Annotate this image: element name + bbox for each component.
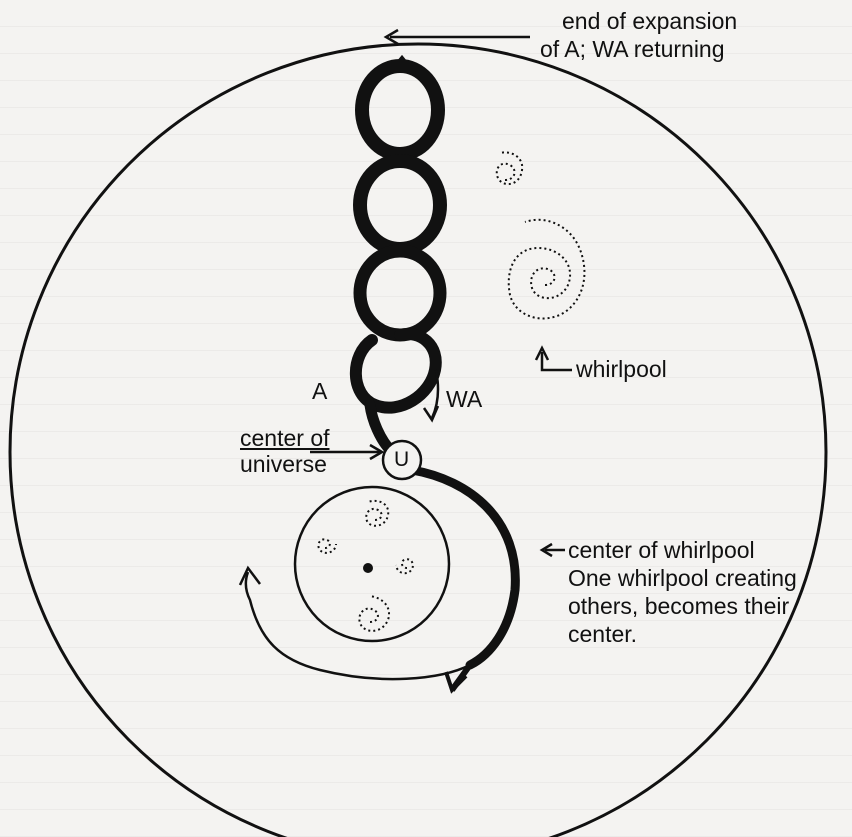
whirlpool-center-dot [363,563,373,573]
center-of-whirlpool-label: center of whirlpool [568,537,755,564]
end-expansion-label-line2: of A; WA returning [540,36,725,63]
whirlpool-label: whirlpool [576,356,667,383]
center-of-universe-label-line1: center of [240,425,330,452]
end-expansion-arrow [386,30,530,44]
caption-line2: others, becomes their [568,593,789,620]
caption-line1: One whirlpool creating [568,565,797,592]
center-of-whirlpool-arrow [542,544,565,556]
a-label: A [312,378,327,405]
caption-line3: center. [568,621,637,648]
expansion-chain [356,66,515,665]
u-label: U [394,446,409,473]
orbit-arrow [240,568,470,690]
wa-label: WA [446,386,482,413]
whirlpool-arrow [536,348,572,370]
center-of-universe-label-line2: universe [240,451,327,478]
end-expansion-label-line1: end of expansion [562,8,737,35]
